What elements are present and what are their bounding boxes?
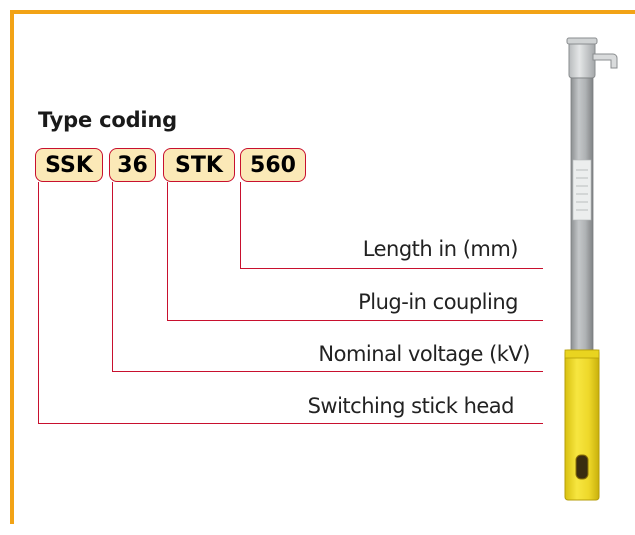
leader-horizontal-voltage — [112, 371, 543, 372]
leader-horizontal-coupling — [167, 320, 543, 321]
stick-sticker — [572, 159, 592, 221]
label-voltage: Nominal voltage (kV) — [318, 342, 530, 366]
frame-top-border — [10, 10, 635, 14]
leader-horizontal-head — [38, 423, 543, 424]
type-coding-heading: Type coding — [38, 108, 177, 132]
code-box-head: SSK — [35, 148, 103, 182]
frame-left-border — [10, 10, 14, 524]
leader-vertical-length — [240, 182, 241, 268]
leader-horizontal-length — [240, 268, 543, 269]
label-coupling: Plug-in coupling — [358, 290, 518, 314]
label-length: Length in (mm) — [362, 237, 519, 261]
code-box-voltage: 36 — [109, 148, 156, 182]
stick-handle — [564, 349, 600, 501]
code-box-coupling: STK — [163, 148, 235, 182]
leader-vertical-head — [38, 182, 39, 423]
switching-stick-image — [564, 37, 618, 501]
leader-vertical-voltage — [112, 182, 113, 371]
leader-vertical-coupling — [167, 182, 168, 320]
label-head: Switching stick head — [307, 394, 515, 418]
stick-head — [566, 37, 618, 79]
code-box-length: 560 — [240, 148, 306, 182]
